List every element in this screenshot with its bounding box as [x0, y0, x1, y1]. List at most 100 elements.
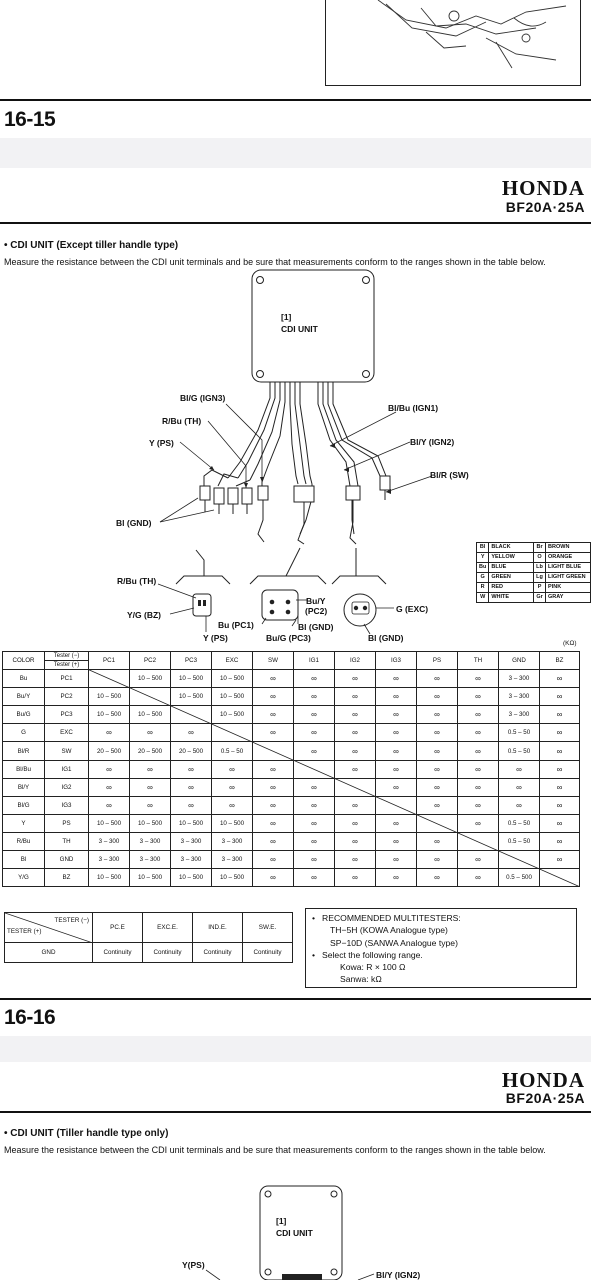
resistance-cell: ∞ — [334, 868, 376, 888]
resistance-cell: 0.5 – 50 — [498, 723, 540, 743]
resistance-cell: ∞ — [252, 687, 294, 707]
resistance-cell: ∞ — [416, 777, 458, 797]
label-r-bu-th: R/Bu (TH) — [162, 416, 201, 426]
resistance-cell: 3 – 300 — [129, 850, 171, 870]
resistance-cell: ∞ — [170, 777, 212, 797]
legend-code: Lg — [533, 572, 547, 583]
resistance-cell: ∞ — [129, 723, 171, 743]
cdi-wiring-diagram: [1] CDI UNIT — [116, 269, 469, 643]
label-bl-r-sw: Bl/R (SW) — [430, 470, 469, 480]
resistance-cell: ∞ — [539, 850, 580, 870]
resistance-cell: ∞ — [88, 723, 130, 743]
resistance-cell: 3 – 300 — [129, 831, 171, 852]
resistance-cell: ∞ — [375, 850, 417, 870]
resistance-cell: ∞ — [334, 669, 376, 689]
resistance-cell: ∞ — [457, 868, 499, 888]
resistance-cell: 10 – 500 — [129, 813, 171, 833]
resistance-cell: 10 – 500 — [88, 868, 130, 888]
resistance-cell: ∞ — [416, 669, 458, 689]
unit-label: (KΩ) — [563, 640, 577, 647]
col-header: BZ — [539, 650, 580, 671]
tester-plus-label: Tester (+) — [53, 662, 80, 669]
page-number: 16-16 — [4, 1006, 56, 1029]
notes-select: Select the following range. — [322, 949, 423, 960]
resistance-cell: ∞ — [252, 868, 294, 888]
label-pc2: (PC2) — [305, 606, 327, 616]
row-terminal: EXC — [44, 723, 89, 743]
resistance-cell: ∞ — [457, 850, 499, 870]
resistance-cell: ∞ — [293, 705, 335, 725]
brand-logo: HONDA — [501, 176, 585, 200]
row-color: Bl/G — [2, 795, 45, 815]
row-terminal: IG2 — [44, 777, 89, 797]
header-rule — [0, 222, 591, 224]
label-bl-gnd-mid: Bl (GND) — [298, 622, 334, 632]
legend-color-name: BLUE — [488, 562, 535, 573]
legend-code: Br — [533, 542, 547, 553]
resistance-cell: 3 – 300 — [498, 687, 540, 707]
col-header: SW — [252, 650, 294, 671]
row-terminal: PC1 — [44, 669, 89, 689]
tester-minus-label: Tester (−) — [45, 653, 88, 662]
resistance-cell: 10 – 500 — [129, 868, 171, 888]
model-name: BF20A·25A — [505, 199, 585, 215]
resistance-cell — [211, 723, 253, 743]
resistance-cell: 10 – 500 — [211, 868, 253, 888]
col-header: PS — [416, 650, 458, 671]
resistance-cell: 10 – 500 — [88, 687, 130, 707]
resistance-cell: ∞ — [252, 850, 294, 870]
col-header: EXC — [211, 650, 253, 671]
label-bl-y-ign2: Bl/Y (IGN2) — [410, 437, 454, 447]
section-title: • CDI UNIT (Except tiller handle type) — [4, 240, 179, 251]
resistance-cell: ∞ — [252, 669, 294, 689]
resistance-cell: 10 – 500 — [211, 669, 253, 689]
resistance-cell — [129, 687, 171, 707]
legend-code: G — [475, 572, 490, 583]
row-terminal: IG1 — [44, 759, 89, 779]
legend-color-name: GRAY — [545, 592, 591, 603]
continuity-col: SW.E. — [242, 912, 293, 943]
resistance-cell: 10 – 500 — [88, 705, 130, 725]
label-bl-bu-ign1: Bl/Bu (IGN1) — [388, 403, 438, 413]
resistance-cell: 0.5 – 50 — [498, 741, 540, 761]
resistance-cell: ∞ — [293, 831, 335, 852]
col-header: PC2 — [129, 650, 171, 671]
label-r-bu-th-2: R/Bu (TH) — [117, 576, 156, 586]
page-number: 16-15 — [4, 108, 56, 131]
row-color: R/Bu — [2, 831, 45, 852]
resistance-cell: ∞ — [375, 813, 417, 833]
resistance-cell: ∞ — [211, 795, 253, 815]
row-terminal: PC2 — [44, 687, 89, 707]
resistance-cell: 3 – 300 — [498, 705, 540, 725]
row-color: Y/G — [2, 868, 45, 888]
resistance-cell: ∞ — [457, 741, 499, 761]
resistance-cell: ∞ — [457, 687, 499, 707]
resistance-cell: ∞ — [375, 687, 417, 707]
col-header: PC3 — [170, 650, 212, 671]
resistance-cell: ∞ — [416, 795, 458, 815]
resistance-cell: 10 – 500 — [170, 868, 212, 888]
resistance-cell — [375, 795, 417, 815]
label-y-ps-2: Y (PS) — [203, 633, 228, 643]
bullet-icon: • — [312, 913, 316, 923]
continuity-col: EXC.E. — [142, 912, 193, 943]
resistance-cell — [293, 759, 335, 779]
page-rule — [0, 99, 591, 101]
resistance-cell — [334, 777, 376, 797]
row-terminal: SW — [44, 741, 89, 761]
resistance-cell: ∞ — [334, 850, 376, 870]
resistance-cell: 0.5 – 50 — [498, 813, 540, 833]
resistance-cell: ∞ — [252, 831, 294, 852]
page-gap — [0, 138, 591, 168]
continuity-cell: Continuity — [142, 942, 193, 963]
legend-color-name: GREEN — [488, 572, 535, 583]
